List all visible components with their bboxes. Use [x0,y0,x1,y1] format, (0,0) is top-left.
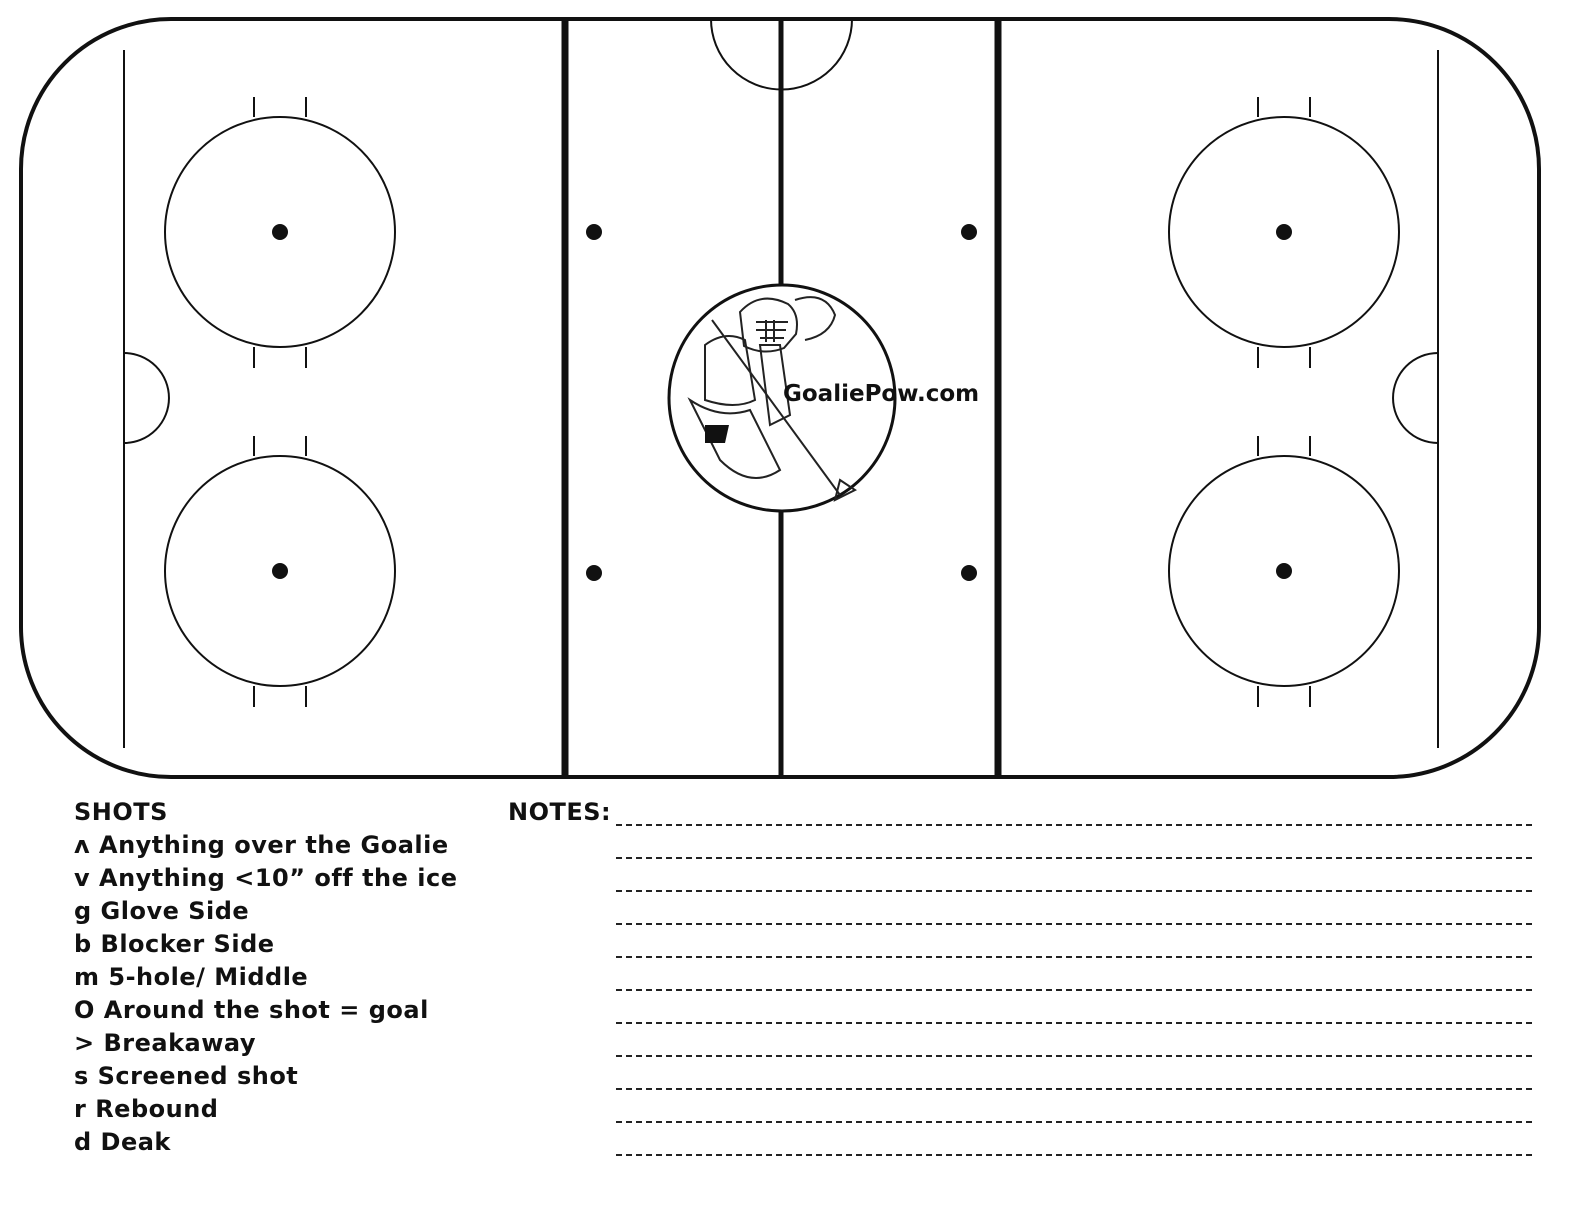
faceoff-circles [164,116,1400,687]
left-goal-crease [123,352,170,444]
shots-legend: SHOTS ʌ Anything over the Goalie v Anyth… [74,796,458,1159]
goaliepow-logo: GoaliePow.com [667,283,979,513]
hash-marks [253,97,1311,707]
shot-key-screened: s Screened shot [74,1062,299,1090]
shot-key-over-goalie: ʌ Anything over the Goalie [74,831,449,859]
shot-key-rebound: r Rebound [74,1095,219,1123]
shot-key-blocker: b Blocker Side [74,930,275,958]
notes-line[interactable] [616,824,1532,826]
notes-line[interactable] [616,989,1532,991]
notes-line[interactable] [616,1088,1532,1090]
logo-text: GoaliePow.com [783,381,979,407]
hockey-rink-diagram: GoaliePow.com [19,17,1541,779]
notes-line[interactable] [616,1022,1532,1024]
shot-key-goal: O Around the shot = goal [74,996,429,1024]
shot-key-breakaway: > Breakaway [74,1029,256,1057]
notes-label: NOTES: [508,798,612,826]
goalie-illustration-icon [687,296,857,502]
notes-line[interactable] [616,956,1532,958]
referee-crease [710,18,853,91]
notes-line[interactable] [616,1154,1532,1156]
notes-line[interactable] [616,923,1532,925]
shots-title: SHOTS [74,798,168,826]
shot-key-deke: d Deak [74,1128,171,1156]
right-goal-crease [1392,352,1439,444]
notes-line[interactable] [616,1055,1532,1057]
notes-line[interactable] [616,890,1532,892]
shot-key-low: v Anything <10” off the ice [74,864,458,892]
shot-key-glove: g Glove Side [74,897,250,925]
shot-key-five-hole: m 5-hole/ Middle [74,963,309,991]
notes-line[interactable] [616,857,1532,859]
faceoff-dots [272,224,1292,581]
notes-line[interactable] [616,1121,1532,1123]
